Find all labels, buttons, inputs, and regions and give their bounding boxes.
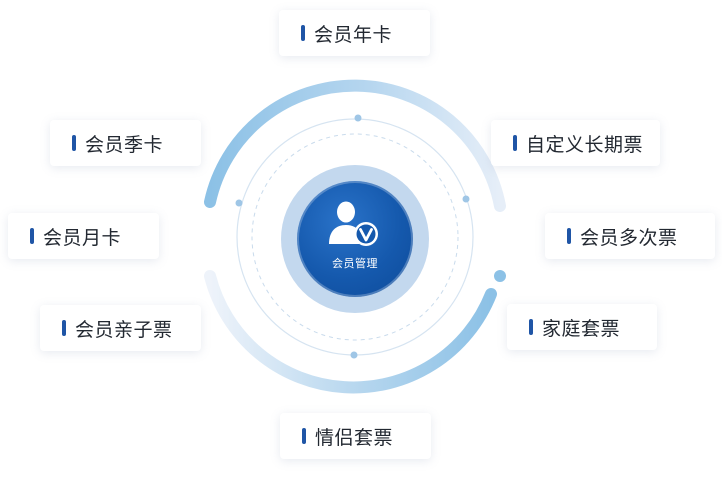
tag-label: 会员多次票	[580, 226, 678, 249]
tag-label: 会员月卡	[43, 226, 122, 249]
tag-month-card[interactable]: 会员月卡	[8, 213, 159, 259]
tag-annual-card[interactable]: 会员年卡	[279, 10, 430, 56]
center-label: 会员管理	[332, 257, 378, 270]
ring-dot	[235, 199, 243, 207]
center-core: 会员管理	[297, 181, 413, 297]
tag-home-package[interactable]: 家庭套票	[507, 304, 657, 350]
tag-multi-visit-ticket[interactable]: 会员多次票	[545, 213, 715, 259]
tag-label: 自定义长期票	[526, 133, 644, 156]
tag-couple-package[interactable]: 情侣套票	[280, 413, 431, 459]
tag-custom-long-term-ticket[interactable]: 自定义长期票	[491, 120, 660, 166]
ring-dot	[462, 195, 470, 203]
center-node: 会员管理	[281, 165, 429, 313]
accent-bar	[529, 319, 533, 335]
inner-dashed-ring	[251, 133, 459, 341]
accent-bar	[62, 320, 66, 336]
tag-season-card[interactable]: 会员季卡	[50, 120, 201, 166]
accent-dot	[494, 270, 506, 282]
member-badge-icon	[329, 201, 378, 246]
ring-dot	[350, 351, 358, 359]
accent-bar	[513, 135, 517, 151]
tag-label: 家庭套票	[542, 317, 621, 340]
tag-label: 会员季卡	[85, 133, 164, 156]
accent-bar	[72, 135, 76, 151]
outer-arc-bottom	[204, 270, 497, 394]
tag-family-ticket[interactable]: 会员亲子票	[40, 305, 201, 351]
accent-bar	[302, 428, 306, 444]
outer-arc-top	[204, 79, 506, 212]
tag-label: 会员亲子票	[75, 318, 173, 341]
tag-label: 情侣套票	[315, 426, 394, 449]
accent-bar	[30, 228, 34, 244]
accent-bar	[301, 25, 305, 41]
accent-bar	[567, 228, 571, 244]
tag-label: 会员年卡	[314, 23, 393, 46]
ring-dot	[354, 114, 362, 122]
